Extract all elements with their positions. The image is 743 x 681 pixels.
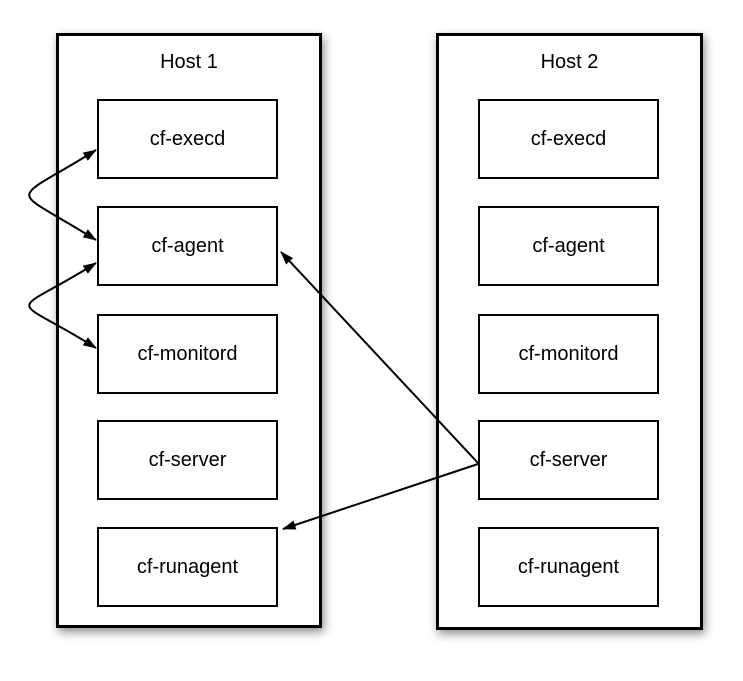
host2-process-cf-execd: cf-execd [478, 99, 659, 179]
host2-process-cf-runagent: cf-runagent [478, 527, 659, 607]
host1-process-cf-agent: cf-agent [97, 206, 278, 286]
host2-process-cf-server: cf-server [478, 420, 659, 500]
host2-process-cf-agent: cf-agent [478, 206, 659, 286]
host1-process-cf-runagent: cf-runagent [97, 527, 278, 607]
host-2-title: Host 2 [540, 51, 599, 73]
host1-process-cf-execd: cf-execd [97, 99, 278, 179]
host2-process-cf-monitord: cf-monitord [478, 314, 659, 394]
host-1-box: Host 1 cf-execd cf-agent cf-monitord cf-… [56, 33, 322, 628]
host1-process-cf-server: cf-server [97, 420, 278, 500]
host-1-title: Host 1 [160, 51, 218, 73]
host1-process-cf-monitord: cf-monitord [97, 314, 278, 394]
host-2-box: Host 2 cf-execd cf-agent cf-monitord cf-… [436, 33, 703, 630]
